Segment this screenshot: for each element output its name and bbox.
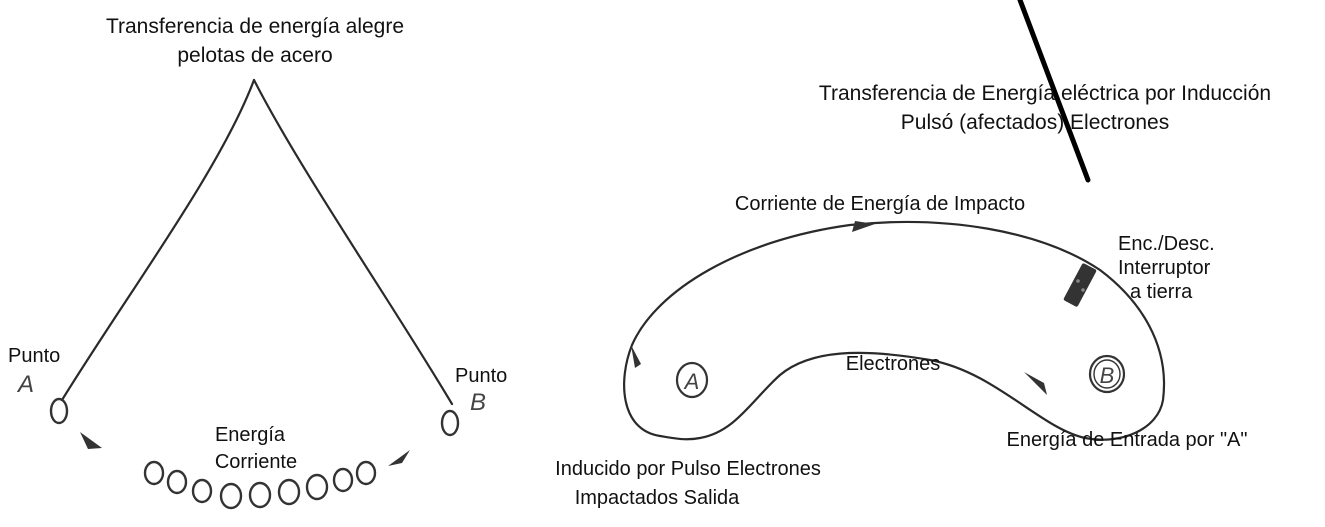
ball-6: [277, 478, 301, 506]
pendulum-string-right: [252, 78, 454, 406]
ball-4: [219, 482, 243, 510]
induction-title-line2: Pulsó (afectados) Electrones: [901, 111, 1169, 134]
loop-arrow-bottom: [1024, 372, 1047, 395]
pendulum-diagram: Transferencia de energía alegre pelotas …: [8, 15, 507, 510]
ground-switch: [1063, 263, 1097, 307]
output-label-line2: Impactados Salida: [575, 487, 740, 509]
diagonal-bar: [1017, 0, 1091, 183]
point-b-letter: B: [470, 389, 486, 416]
pendulum-title-line2: pelotas de acero: [177, 44, 332, 67]
point-a-letter: A: [16, 371, 34, 398]
induction-diagram: Transferencia de Energía eléctrica por I…: [555, 0, 1271, 509]
ball-3: [191, 478, 213, 504]
ball-7: [305, 473, 329, 501]
point-b-word: Punto: [455, 365, 507, 387]
arrow-up-right: [388, 450, 410, 466]
impact-current-label: Corriente de Energía de Impacto: [735, 193, 1025, 215]
ball-row: [143, 460, 377, 510]
ball-9: [355, 460, 377, 486]
circled-b: B: [1088, 354, 1126, 394]
energy-label-line2: Corriente: [215, 451, 297, 473]
ball-5: [248, 481, 272, 509]
input-energy-label: Energía de Entrada por "A": [1006, 429, 1247, 451]
output-label-line1: Inducido por Pulso Electrones: [555, 458, 821, 480]
ball-2: [166, 469, 188, 495]
arrow-down-left: [80, 432, 102, 449]
induction-title-line1: Transferencia de Energía eléctrica por I…: [819, 82, 1271, 105]
switch-label-line2: Interruptor: [1118, 257, 1211, 279]
circled-a: A: [675, 361, 709, 399]
ball-point-a: [49, 397, 69, 425]
energy-label-line1: Energía: [215, 424, 286, 446]
electrons-label: Electrones: [846, 353, 941, 375]
switch-label-line3: a tierra: [1130, 281, 1193, 303]
pendulum-title-line1: Transferencia de energía alegre: [106, 15, 404, 38]
circuit-loop: [623, 220, 1166, 441]
ball-1: [143, 460, 165, 486]
switch-label-line1: Enc./Desc.: [1118, 233, 1215, 255]
svg-text:B: B: [1100, 363, 1115, 388]
point-a-word: Punto: [8, 345, 60, 367]
loop-arrow-left: [631, 345, 641, 368]
ball-8: [332, 467, 354, 493]
ball-point-b: [440, 409, 460, 437]
svg-text:A: A: [683, 369, 700, 394]
pendulum-string-left: [60, 78, 256, 402]
loop-arrow-top: [852, 221, 875, 232]
